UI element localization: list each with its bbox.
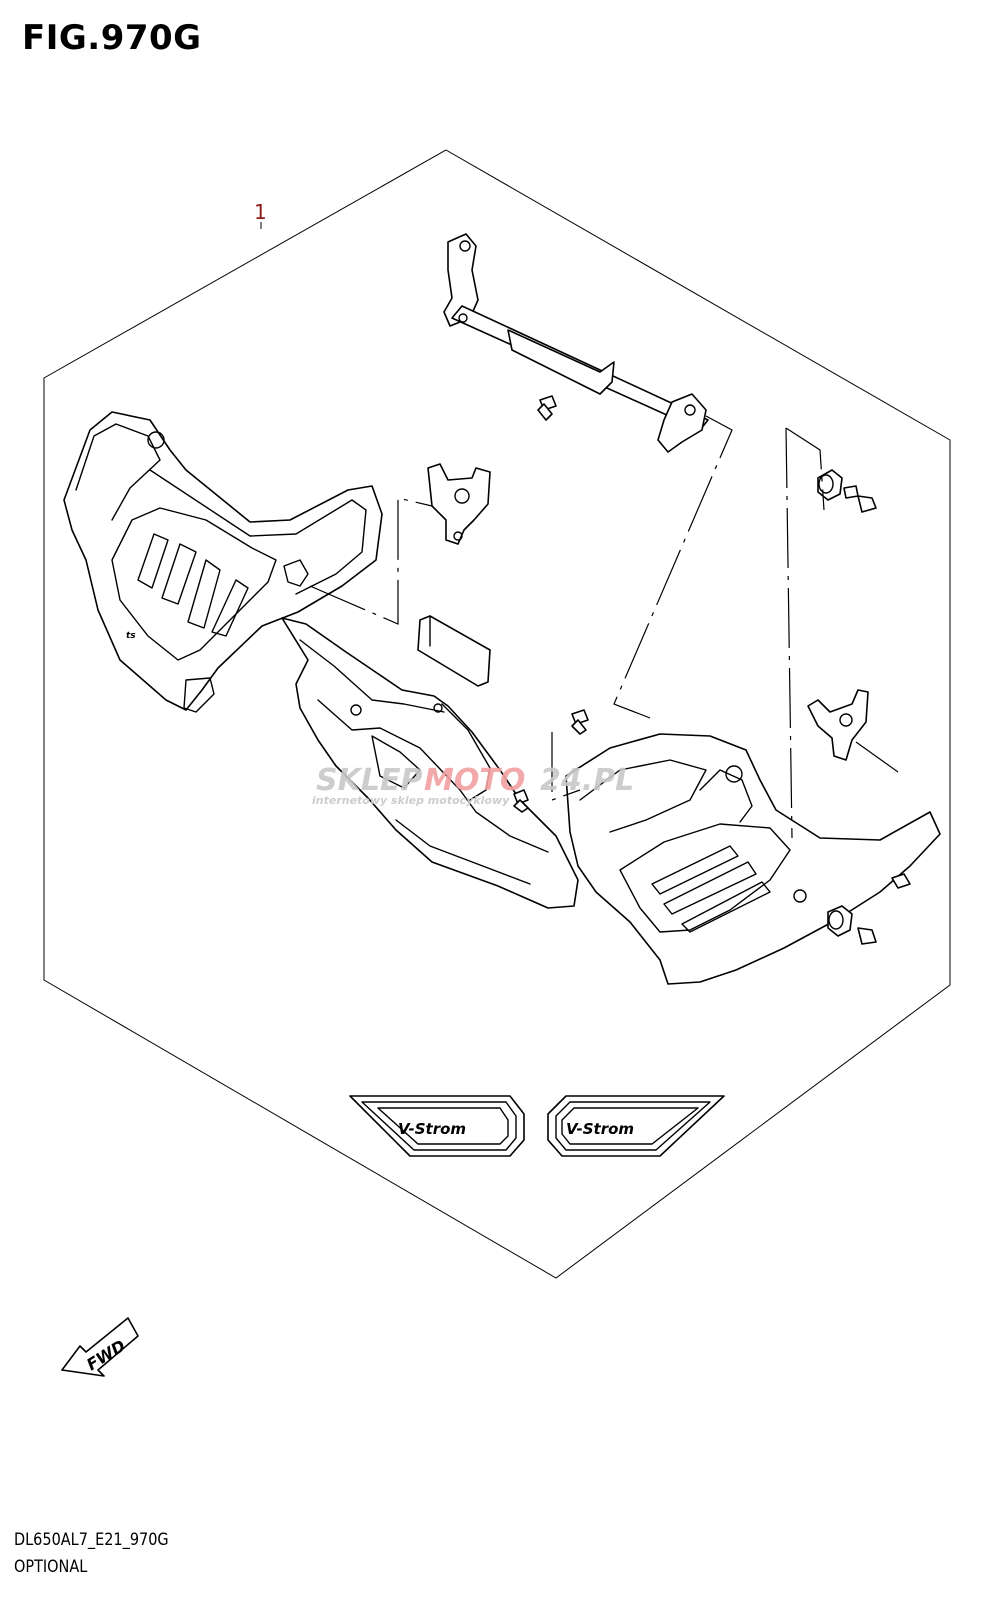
leader-line-right-1: [613, 415, 733, 719]
part-callout-number[interactable]: 1: [254, 200, 267, 224]
emblem-left-text: V-Strom: [398, 1120, 466, 1138]
bolt-small-top[interactable]: [537, 395, 557, 421]
skid-plate-centre[interactable]: [281, 617, 579, 909]
mounting-bracket-bar[interactable]: [443, 233, 709, 453]
leader-line-centre: [551, 732, 581, 801]
side-bracket-right[interactable]: [807, 689, 869, 761]
rubber-damper-right-bottom[interactable]: [827, 873, 911, 945]
emblem-left[interactable]: V-Strom: [349, 1095, 525, 1157]
foam-pad[interactable]: [417, 615, 491, 687]
side-bracket-left[interactable]: [427, 463, 491, 545]
leader-line-left-1: [309, 497, 433, 625]
figure-title: FIG.970G: [22, 18, 202, 58]
leader-line-right-4: [855, 741, 899, 773]
watermark-brand-mid: MOTO: [424, 763, 525, 798]
bolt-centre-lower[interactable]: [513, 789, 529, 813]
bolt-centre-upper[interactable]: [571, 709, 589, 735]
engine-guard-left[interactable]: ts: [63, 411, 383, 713]
leader-line-right-3: [785, 427, 793, 839]
rubber-damper-right-top[interactable]: [817, 469, 877, 513]
watermark-tagline: internetowy sklep motocyklowy: [312, 794, 510, 807]
kit-boundary: [43, 149, 951, 1279]
section-label: OPTIONAL: [14, 1557, 88, 1577]
watermark-brand-left: SKLEP: [316, 763, 422, 798]
emblem-right-text: V-Strom: [566, 1120, 634, 1138]
svg-text:ts: ts: [126, 631, 136, 641]
watermark-brand-right: 24.PL: [540, 763, 634, 798]
forward-direction-arrow: FWD: [61, 1317, 139, 1377]
watermark: SKLEP MOTO 24.PL internetowy sklep motoc…: [312, 763, 634, 807]
emblem-right[interactable]: V-Strom: [547, 1095, 725, 1157]
diagram-code: DL650AL7_E21_970G: [14, 1530, 169, 1550]
leader-line-right-2: [785, 427, 825, 511]
